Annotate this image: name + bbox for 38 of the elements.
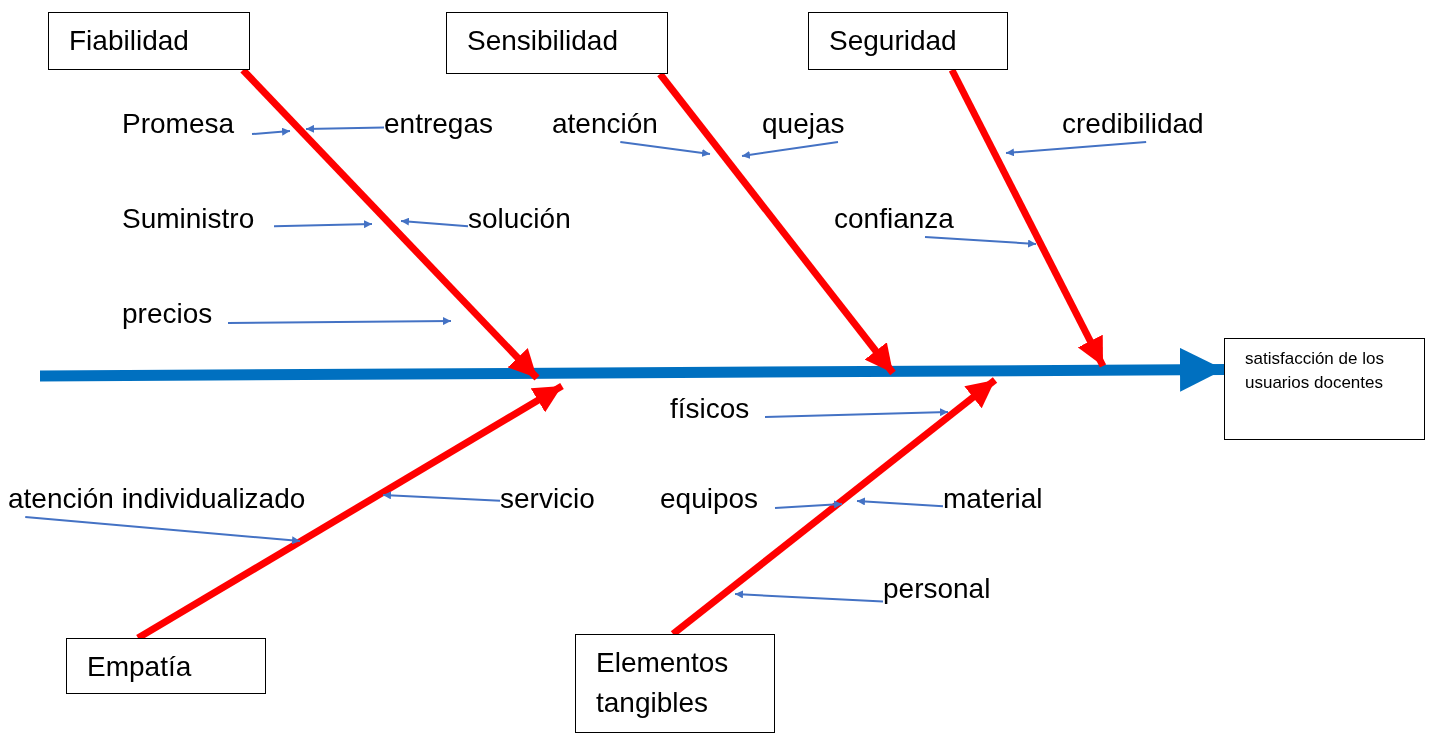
cause-label: atención [552, 106, 674, 142]
cause-label: quejas [762, 106, 857, 142]
cause-label: atención individualizado [8, 481, 353, 517]
spine-arrow [39, 347, 1225, 392]
arrow [305, 124, 385, 133]
arrow [251, 127, 291, 136]
arrow [774, 500, 843, 509]
cause-label: Suministro [122, 201, 274, 237]
effect-box: satisfacción de los usuarios docentes [1224, 338, 1425, 440]
cause-label: precios [122, 296, 228, 332]
arrow [400, 217, 469, 228]
arrow [619, 141, 711, 157]
category-box: Sensibilidad [446, 12, 668, 74]
cause-label: solución [468, 201, 588, 237]
cause-label: personal [883, 571, 1008, 607]
arrow [764, 408, 949, 418]
category-box: Elementos tangibles [575, 634, 775, 733]
arrow [382, 491, 501, 502]
cause-label: credibilidad [1062, 106, 1227, 142]
cause-label: entregas [384, 106, 510, 142]
arrow [24, 516, 301, 545]
category-box: Empatía [66, 638, 266, 694]
category-box: Fiabilidad [48, 12, 250, 70]
arrow [227, 317, 452, 326]
cause-label: equipos [660, 481, 775, 517]
cause-label: físicos [670, 391, 765, 427]
arrow [734, 590, 884, 603]
arrow [741, 141, 839, 159]
cause-label: confianza [834, 201, 974, 237]
arrow [924, 236, 1037, 248]
arrow [856, 497, 944, 508]
bone-arrow [948, 68, 1107, 368]
arrow [1005, 141, 1148, 157]
cause-label: servicio [500, 481, 610, 517]
arrow [273, 220, 373, 229]
cause-label: Promesa [122, 106, 252, 142]
category-box: Seguridad [808, 12, 1008, 70]
cause-label: material [943, 481, 1058, 517]
